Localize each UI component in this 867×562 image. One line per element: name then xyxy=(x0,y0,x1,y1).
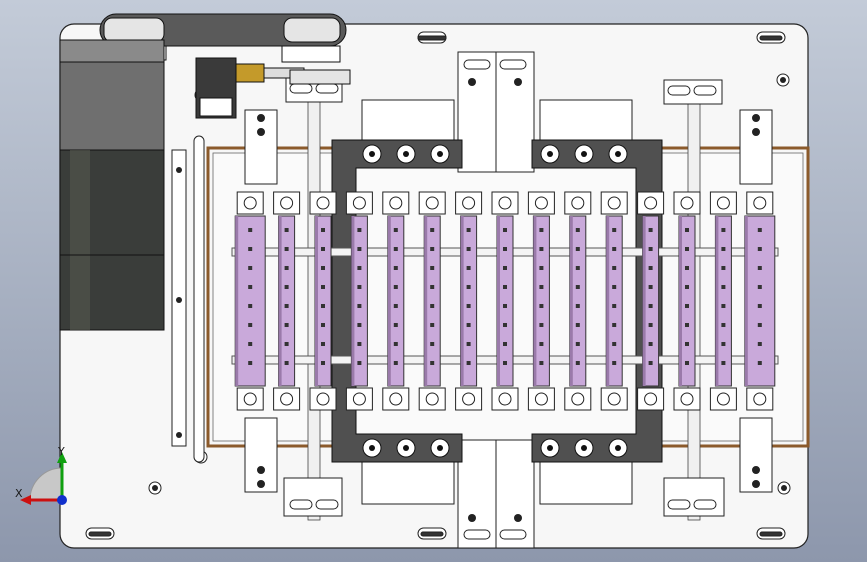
side-blocks xyxy=(244,109,773,493)
slat xyxy=(564,191,592,411)
slat xyxy=(744,191,776,411)
slat xyxy=(418,191,446,411)
slat xyxy=(455,191,483,411)
y-axis-label: Y xyxy=(57,445,65,458)
slat xyxy=(345,191,373,411)
motor xyxy=(59,39,165,331)
slat xyxy=(527,191,555,411)
top-center-plate xyxy=(457,51,535,173)
axis-triad: X Y xyxy=(15,445,67,505)
slat-array xyxy=(231,191,779,411)
slat xyxy=(309,191,337,411)
clamp-bracket-blocks xyxy=(361,99,633,505)
slat xyxy=(273,191,301,411)
rod-end-blocks xyxy=(283,77,725,517)
slat xyxy=(637,191,665,411)
sensor-bracket xyxy=(195,57,351,119)
plate-slots xyxy=(85,31,786,540)
left-side-rail xyxy=(171,135,205,463)
belt-drive xyxy=(97,13,347,63)
z-axis-marker xyxy=(57,495,67,505)
slat xyxy=(234,191,266,411)
slat xyxy=(600,191,628,411)
c-frame-right xyxy=(531,139,663,463)
slat xyxy=(673,191,701,411)
slat xyxy=(491,191,519,411)
x-axis-label: X xyxy=(15,487,23,500)
clamp-hardware xyxy=(362,144,628,458)
c-frame-left xyxy=(331,139,463,463)
bottom-center-plate xyxy=(457,439,535,549)
slat xyxy=(382,191,410,411)
slat xyxy=(709,191,737,411)
